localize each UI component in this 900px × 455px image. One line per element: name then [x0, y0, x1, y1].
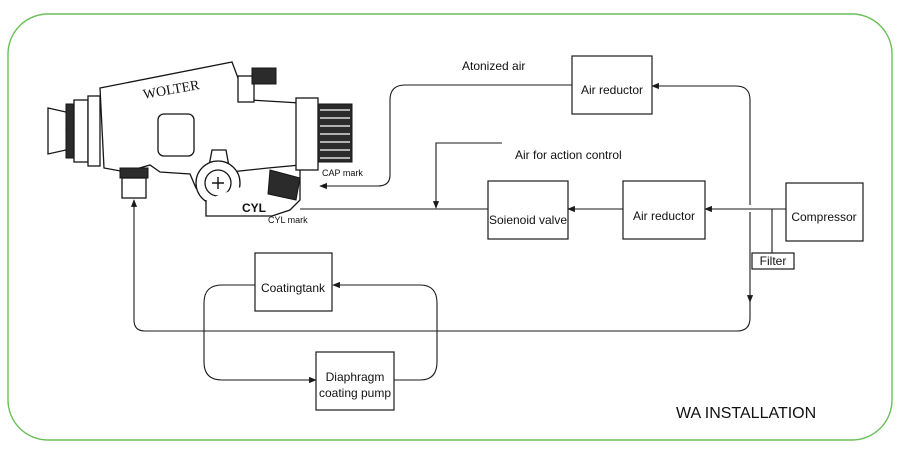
gun-nozzle-collar: [73, 99, 89, 163]
gun-top-stem: [237, 75, 255, 103]
compressor-label: Compressor: [791, 210, 856, 224]
gun-fluid-inlet: [119, 167, 149, 179]
gun-cyl-label: CYL: [242, 201, 266, 215]
gun-rear-cap: [295, 97, 319, 171]
air-reductor-mid-node: Air reductor: [622, 180, 706, 240]
coating-tank-label: Coatingtank: [261, 281, 326, 295]
gun-rear-knurl: [317, 103, 353, 163]
gun-top-knob: [251, 67, 277, 85]
gun-side-fitting: [267, 169, 301, 201]
gun-knurl-lines: [320, 109, 350, 159]
gun-body-front: [87, 95, 101, 167]
branch-to-top-reductor: [651, 82, 751, 205]
diagram-frame: [7, 13, 893, 441]
coating-tank-node: Coatingtank: [254, 252, 333, 312]
gun-nozzle-ring: [65, 103, 75, 159]
pump-air-pipe: [437, 300, 751, 332]
atomized-air-pipe: [319, 84, 572, 190]
coating-feed-pipe: [130, 199, 437, 332]
diagram-title: WA INSTALLATION: [676, 405, 816, 422]
air-reductor-mid-label: Air reductor: [633, 209, 695, 223]
diaphragm-label-line1: Diaphragm: [326, 370, 385, 384]
compressor-node: Compressor: [785, 182, 864, 242]
cap-mark-label: CAP mark: [322, 168, 363, 178]
air-reductor-top-node: Air reductor: [571, 55, 653, 115]
cyl-mark-label: CYL mark: [268, 215, 308, 225]
atomized-air-label: Atonized air: [462, 59, 525, 73]
filter-node: Filter: [751, 252, 795, 270]
gun-fluid-inlet-body: [121, 177, 147, 199]
gun-cylinder-cross: [212, 177, 224, 189]
diaphragm-pump-node: Diaphragm coating pump: [315, 351, 395, 411]
spray-gun: WOLTER CYL: [47, 61, 353, 217]
gun-window: [157, 113, 195, 157]
circulation-loop-return: [332, 281, 438, 381]
filter-label: Filter: [760, 254, 787, 268]
circulation-loop: [203, 284, 317, 384]
solenoid-valve-node: Soienoid valve: [487, 180, 569, 240]
solenoid-valve-label: Soienoid valve: [489, 213, 567, 227]
diaphragm-label-line2: coating pump: [319, 386, 391, 400]
action-air-label: Air for action control: [515, 148, 622, 162]
air-reductor-top-label: Air reductor: [581, 83, 643, 97]
action-control-pipe: [432, 142, 502, 209]
